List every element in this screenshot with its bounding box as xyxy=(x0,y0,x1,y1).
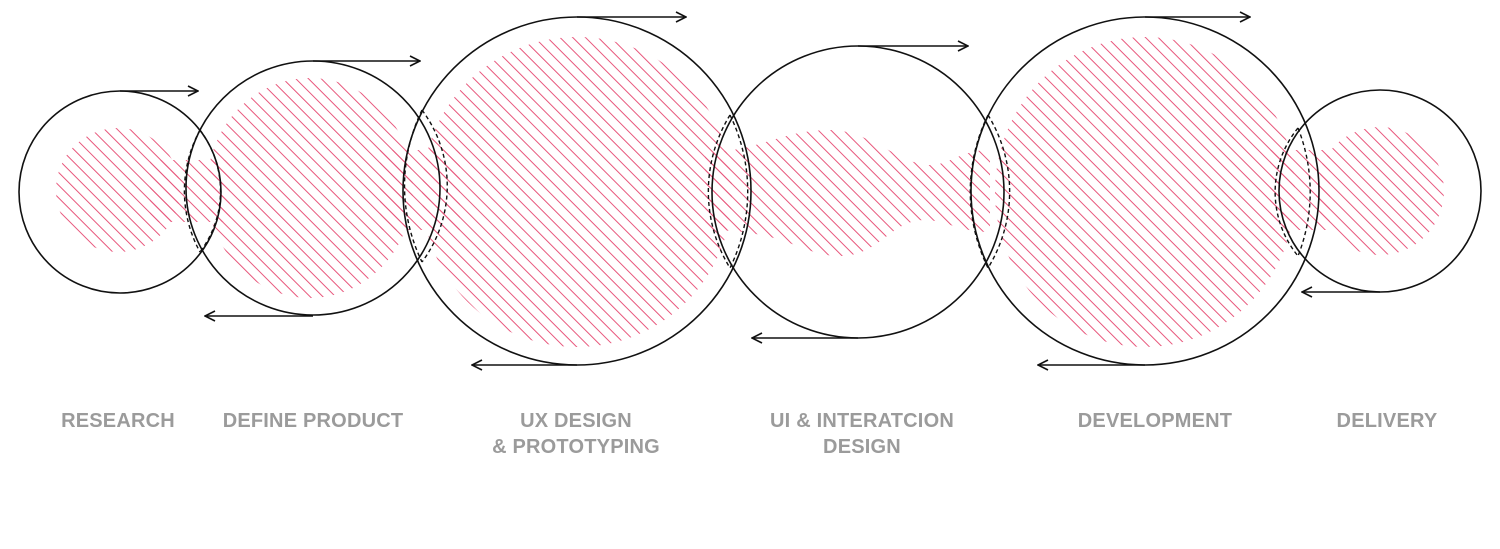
forward-arrows xyxy=(120,17,1250,91)
stage-label-line: UX DESIGN xyxy=(520,410,632,432)
stage-label-ui-interaction-design: UI & INTERATCION DESIGN xyxy=(732,408,992,460)
stage-label-line: DESIGN xyxy=(823,436,901,458)
stage-label-ux-design: UX DESIGN & PROTOTYPING xyxy=(446,408,706,460)
stage-label-line: DEFINE PRODUCT xyxy=(222,410,404,432)
stage-label-define-product: DEFINE PRODUCT xyxy=(183,408,443,434)
stage-label-line: UI & INTERATCION xyxy=(770,410,954,432)
backward-arrows xyxy=(205,292,1380,365)
stage-label-line: DELIVERY xyxy=(1336,410,1438,432)
stage-label-development: DEVELOPMENT xyxy=(1025,408,1285,434)
overlap-lenses xyxy=(183,109,1311,269)
stage-label-line: RESEARCH xyxy=(61,410,175,432)
hatched-blob xyxy=(56,37,1444,347)
stage-label-line: & PROTOTYPING xyxy=(492,436,660,458)
stage-label-line: DEVELOPMENT xyxy=(1077,410,1233,432)
stage-label-delivery: DELIVERY xyxy=(1257,408,1500,434)
stage-label-research: RESEARCH xyxy=(0,408,248,434)
